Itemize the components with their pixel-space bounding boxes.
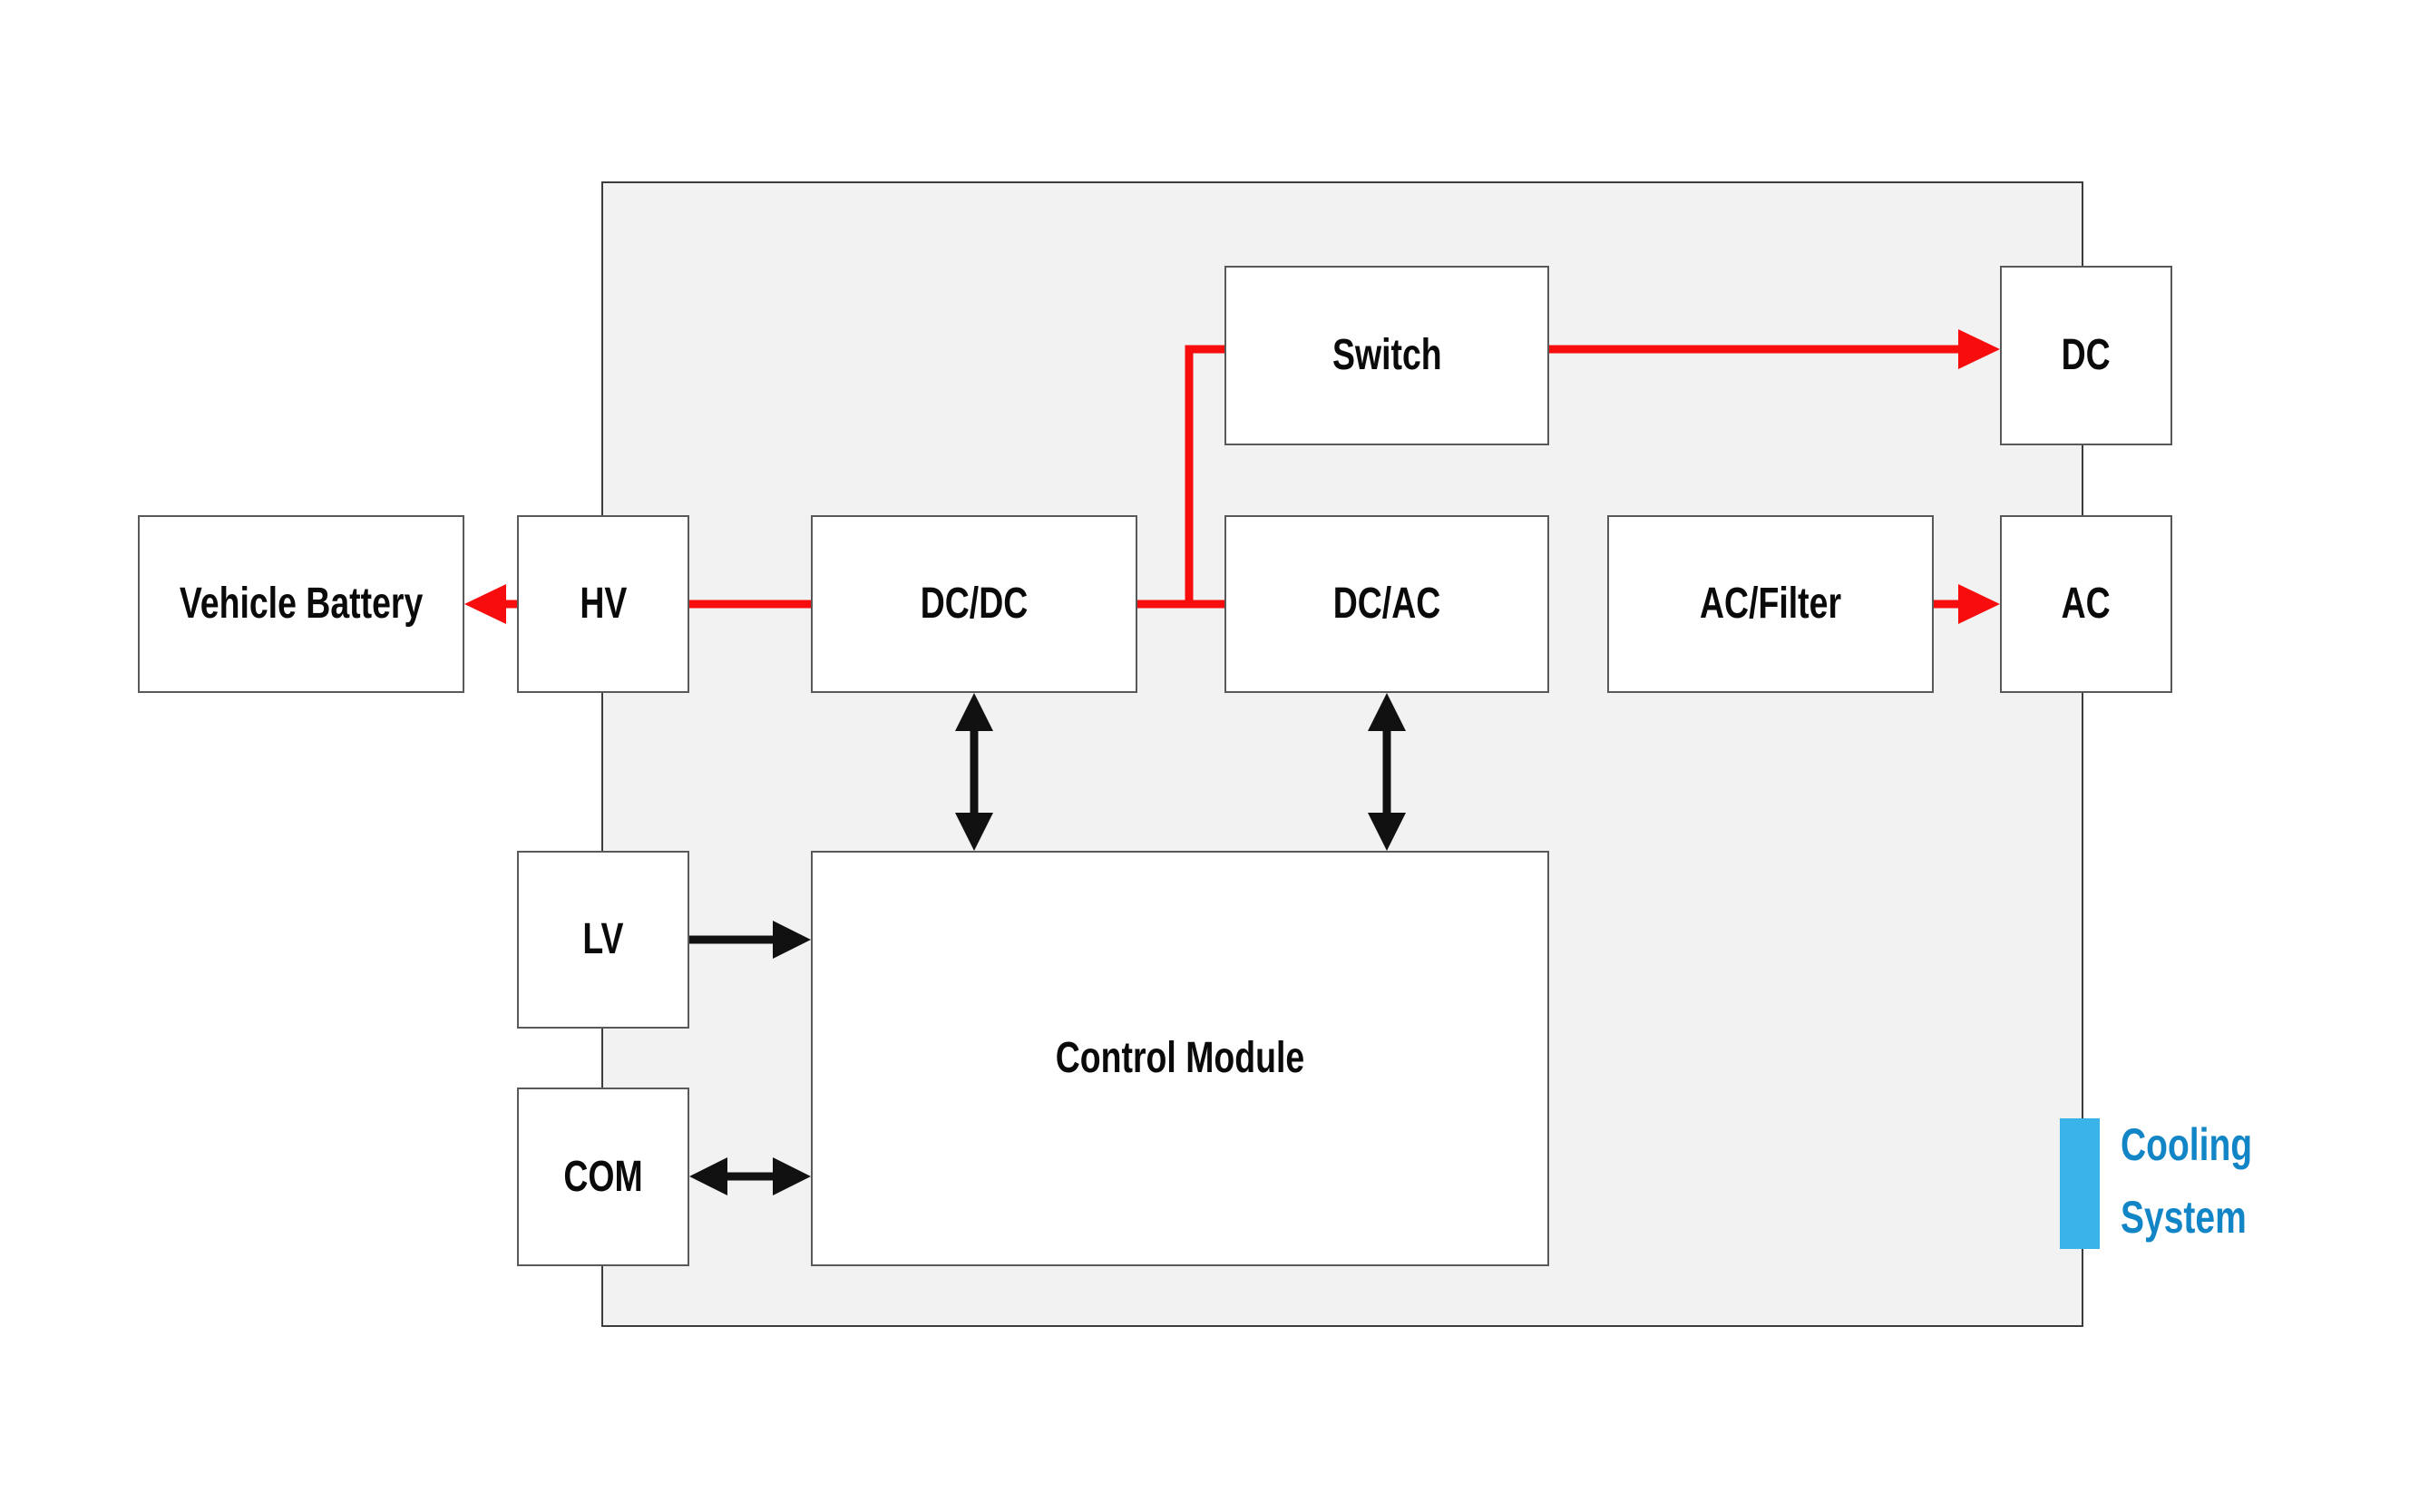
label-dcac: DC/AC (1332, 580, 1441, 628)
box-lv: LV (517, 851, 689, 1029)
black-arrowhead-up-dcac (1368, 693, 1406, 731)
label-dcdc: DC/DC (920, 580, 1029, 628)
box-com: COM (517, 1088, 689, 1266)
red-branch-to-switch (1185, 345, 1224, 608)
red-arrowhead-to-ac (1958, 584, 2000, 624)
box-ac: AC (2000, 515, 2172, 693)
red-arrowhead-to-dc (1958, 329, 2000, 369)
label-hv: HV (579, 580, 628, 628)
box-dcdc: DC/DC (811, 515, 1137, 693)
black-arrowhead-down-dcac (1368, 813, 1406, 851)
black-arrowhead-to-control-from-lv (773, 921, 811, 959)
black-arrowhead-down-dcdc (955, 813, 993, 851)
box-acfilter: AC/Filter (1607, 515, 1934, 693)
cooling-system-label-line2: System (2121, 1192, 2247, 1243)
box-switch: Switch (1224, 266, 1549, 445)
black-arrowhead-to-com (689, 1157, 727, 1195)
box-control-module: Control Module (811, 851, 1549, 1266)
label-lv: LV (582, 915, 624, 963)
label-control-module: Control Module (1055, 1034, 1305, 1082)
label-acfilter: AC/Filter (1699, 580, 1841, 628)
label-ac: AC (2061, 580, 2112, 628)
box-dc: DC (2000, 266, 2172, 445)
label-com: COM (563, 1152, 643, 1201)
box-vehicle-battery: Vehicle Battery (138, 515, 464, 693)
black-arrowhead-up-dcdc (955, 693, 993, 731)
red-arrowhead-to-vehicle-battery (464, 584, 506, 624)
box-hv: HV (517, 515, 689, 693)
cooling-system-indicator (2060, 1118, 2100, 1249)
label-dc: DC (2061, 331, 2112, 379)
label-vehicle-battery: Vehicle Battery (179, 580, 424, 628)
black-arrowhead-to-control-from-com (773, 1157, 811, 1195)
label-switch: Switch (1331, 331, 1442, 379)
cooling-system-label: Cooling System (2121, 1108, 2289, 1253)
box-dcac: DC/AC (1224, 515, 1549, 693)
cooling-system-label-line1: Cooling (2121, 1119, 2253, 1170)
